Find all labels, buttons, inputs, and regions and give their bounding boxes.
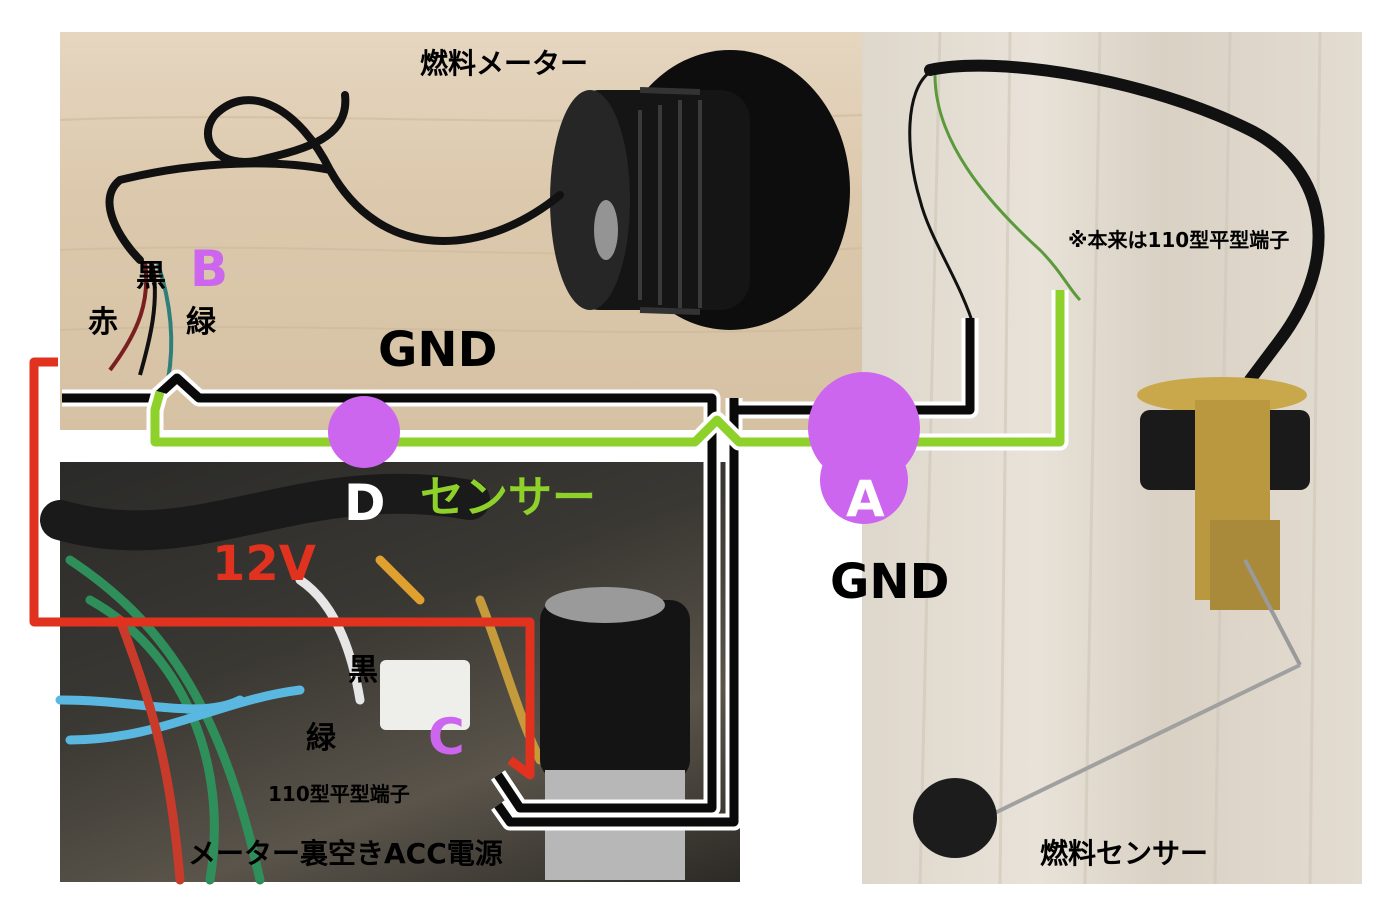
wire-sensor xyxy=(146,290,1069,451)
point-d-marker xyxy=(328,396,400,468)
relay-cap xyxy=(545,587,665,623)
wire-12v xyxy=(29,357,535,780)
gnd-label-right: GND xyxy=(830,554,950,610)
point-b-label: B xyxy=(190,240,229,298)
connector-block xyxy=(380,660,470,730)
acc-power-label: メーター裏空きACC電源 xyxy=(188,837,503,870)
green-lead xyxy=(156,263,174,381)
harness-wires xyxy=(40,473,545,885)
terminal-110-label: 110型平型端子 xyxy=(268,782,410,806)
black-lead xyxy=(138,263,157,376)
gnd-label-top: GND xyxy=(378,322,498,378)
point-d-label: D xyxy=(344,474,386,532)
sensor-label: センサー xyxy=(420,472,596,523)
point-a-label: A xyxy=(846,470,885,528)
meter-cable xyxy=(105,91,564,264)
fuel-meter-label: 燃料メーター xyxy=(420,47,589,80)
wire-green-top-label: 緑 xyxy=(186,305,216,340)
wire-black-conn-label: 黒 xyxy=(348,653,378,688)
wire-red-label: 赤 xyxy=(88,305,118,340)
relay-cylinder xyxy=(540,600,690,780)
note-terminal-label: ※本来は110型平型端子 xyxy=(1068,228,1290,252)
point-a-marker-lower xyxy=(820,436,908,524)
v12-label: 12V xyxy=(212,536,316,592)
point-c-label: C xyxy=(428,708,465,766)
fuel-sensor-unit xyxy=(908,59,1325,858)
fuel-meter-gauge xyxy=(550,50,850,330)
wire-green-conn-label: 緑 xyxy=(306,721,336,756)
fuel-sensor-label: 燃料センサー xyxy=(1040,837,1209,870)
red-lead xyxy=(108,261,149,372)
wire-black-top-label: 黒 xyxy=(136,259,166,294)
